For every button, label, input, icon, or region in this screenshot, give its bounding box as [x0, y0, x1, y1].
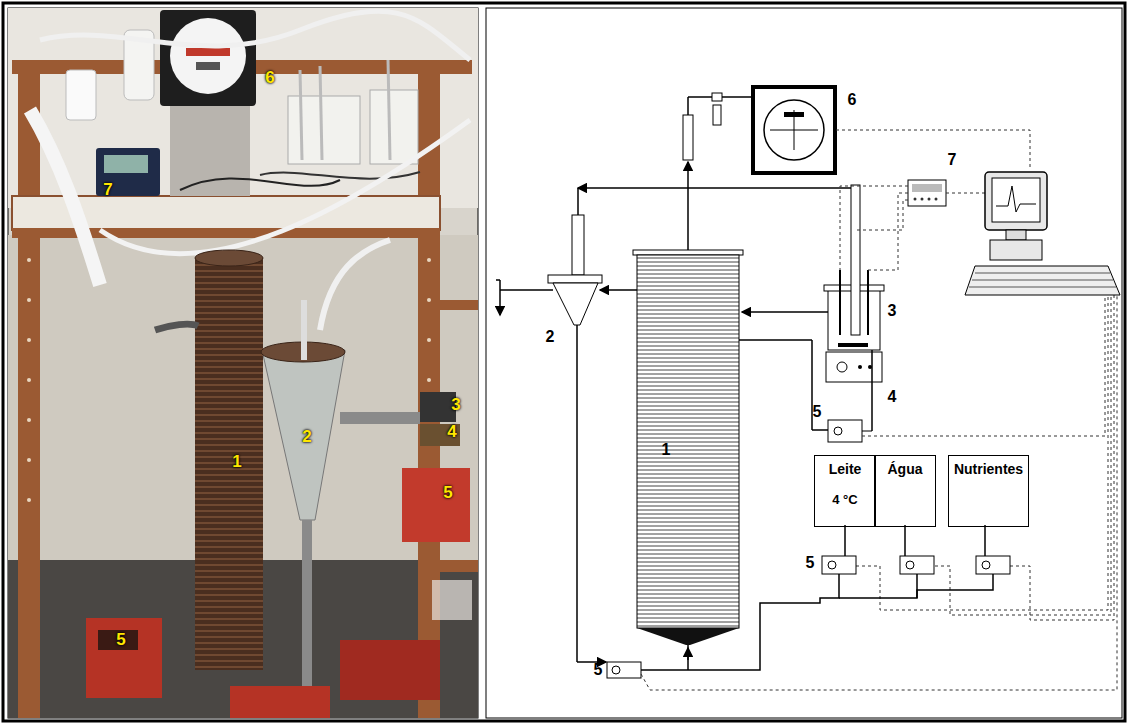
label-position: 3	[451, 396, 460, 414]
callout-number: 2	[302, 427, 311, 446]
callout-number: 5	[116, 630, 125, 649]
tank-name: Água	[875, 462, 935, 477]
callout-number: 6	[265, 68, 274, 87]
tank-name: Nutrientes	[949, 462, 1028, 477]
callout-number: 5	[813, 403, 822, 420]
callout-number: 3	[451, 395, 460, 414]
feed-tank: Água	[874, 455, 936, 527]
callout-number: 6	[848, 91, 857, 108]
feed-tank: Nutrientes	[948, 455, 1029, 527]
label-position: 5	[806, 554, 815, 572]
callout-number: 5	[594, 661, 603, 678]
feed-tank: Leite 4 °C	[814, 455, 876, 527]
callout-number: 1	[662, 441, 671, 458]
callout-number: 4	[447, 422, 456, 441]
callout-number: 3	[888, 302, 897, 319]
label-position: 6	[848, 91, 857, 109]
callout-number: 2	[546, 328, 555, 345]
callout-number: 5	[443, 483, 452, 502]
label-position: 7	[103, 181, 112, 199]
label-position: 1	[232, 453, 241, 471]
callout-number: 1	[232, 452, 241, 471]
label-position: 1	[662, 441, 671, 459]
label-position: 3	[888, 302, 897, 320]
label-position: 7	[948, 151, 957, 169]
callout-number: 5	[806, 554, 815, 571]
tank-temperature: 4 °C	[815, 493, 875, 507]
label-position: 5	[813, 403, 822, 421]
callout-number: 7	[103, 180, 112, 199]
tank-name: Leite	[815, 462, 875, 477]
label-position: 5	[594, 661, 603, 679]
label-position: 4	[888, 388, 897, 406]
label-position: 4	[447, 423, 456, 441]
label-position: 5	[116, 631, 125, 649]
label-position: 2	[302, 428, 311, 446]
label-position: 5	[443, 484, 452, 502]
callout-number: 7	[948, 151, 957, 168]
callout-number: 4	[888, 388, 897, 405]
label-position: 2	[546, 328, 555, 346]
label-position: 6	[265, 69, 274, 87]
